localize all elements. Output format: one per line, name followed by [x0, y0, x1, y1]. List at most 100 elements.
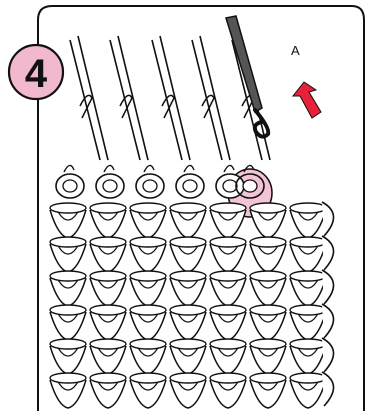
edge-roll — [322, 202, 334, 236]
stitch-bar — [170, 339, 206, 349]
knit-stitch — [50, 271, 86, 306]
knit-stitch — [90, 373, 126, 408]
knit-stitch — [290, 373, 326, 408]
loop-strand — [224, 165, 234, 172]
knitting-needle — [110, 36, 148, 160]
stitch-leg — [250, 244, 286, 272]
stitch-leg — [130, 312, 166, 340]
knit-stitch — [210, 203, 246, 238]
stitch-bar — [210, 203, 246, 213]
knit-stitch — [130, 339, 166, 374]
knit-stitch — [290, 203, 326, 238]
stitch-bar — [250, 339, 286, 349]
stitch-bar — [170, 237, 206, 247]
knit-stitch — [250, 373, 286, 408]
knitting-needle — [192, 36, 230, 160]
stitch-leg — [90, 346, 126, 374]
stitch-bar — [210, 305, 246, 315]
knit-stitch — [210, 237, 246, 272]
stitch-leg — [170, 244, 206, 272]
knit-stitch — [290, 339, 326, 374]
needle-stroke — [110, 40, 140, 160]
stitch-loop-inner — [223, 180, 237, 192]
stitch-leg — [90, 380, 126, 408]
knit-stitch — [250, 305, 286, 340]
stitch-bar — [130, 271, 166, 281]
stitch-leg — [290, 244, 326, 272]
fabric-edge — [322, 202, 334, 406]
knit-fabric — [50, 203, 326, 408]
stitch-bar — [130, 237, 166, 247]
knit-stitch — [250, 237, 286, 272]
stitch-loop-inner — [143, 180, 157, 192]
stitch-bar — [50, 237, 86, 247]
stitch-bar — [210, 339, 246, 349]
step-number: 4 — [25, 52, 48, 96]
loop-strand — [184, 165, 194, 172]
stitch-loop-inner — [63, 180, 77, 192]
stitch-leg — [250, 210, 286, 238]
loop-strand — [64, 165, 74, 172]
stitch-bar — [210, 271, 246, 281]
direction-arrow-icon — [293, 82, 321, 118]
knit-stitch — [170, 237, 206, 272]
stitch-bar — [90, 339, 126, 349]
stitch-bar — [210, 237, 246, 247]
edge-roll — [322, 372, 334, 406]
stitch-loop-inner — [243, 180, 257, 192]
loop-strand — [104, 165, 114, 172]
needle-stroke — [70, 40, 100, 160]
stitch-leg — [290, 312, 326, 340]
edge-roll — [322, 338, 334, 372]
stitch-leg — [50, 210, 86, 238]
knit-stitch — [50, 203, 86, 238]
stitch-leg — [170, 312, 206, 340]
point-label-a: A — [291, 43, 300, 58]
stitch-leg — [290, 278, 326, 306]
stitch-leg — [250, 312, 286, 340]
stitch-bar — [170, 373, 206, 383]
needle-stroke — [200, 36, 230, 160]
stitch-bar — [250, 305, 286, 315]
knit-stitch — [50, 237, 86, 272]
knit-stitch — [90, 271, 126, 306]
stitch-bar — [250, 237, 286, 247]
stitch-bar — [170, 305, 206, 315]
stitch-leg — [50, 380, 86, 408]
stitch-leg — [210, 244, 246, 272]
stitch-bar — [170, 203, 206, 213]
stitch-leg — [130, 210, 166, 238]
knit-stitch — [170, 203, 206, 238]
stitch-leg — [50, 244, 86, 272]
knit-stitch — [250, 203, 286, 238]
edge-roll — [322, 236, 334, 270]
knit-stitch — [210, 373, 246, 408]
knit-stitch — [250, 271, 286, 306]
stitch-leg — [210, 210, 246, 238]
stitch-bar — [290, 203, 326, 213]
needle-stroke — [118, 36, 148, 160]
knit-stitch — [90, 203, 126, 238]
stitch-leg — [90, 244, 126, 272]
stitch-bar — [130, 305, 166, 315]
stitch-bar — [290, 271, 326, 281]
stitch-bar — [50, 271, 86, 281]
knit-stitch — [290, 305, 326, 340]
knit-stitch — [290, 237, 326, 272]
stitch-leg — [170, 346, 206, 374]
knit-stitch — [250, 339, 286, 374]
stitch-leg — [210, 278, 246, 306]
knit-stitch — [90, 339, 126, 374]
stitch-bar — [90, 305, 126, 315]
knit-stitch — [90, 305, 126, 340]
stitch-bar — [290, 373, 326, 383]
edge-roll — [322, 270, 334, 304]
stitch-bar — [210, 373, 246, 383]
stitch-bar — [170, 271, 206, 281]
knit-stitch — [210, 305, 246, 340]
knit-stitch — [170, 305, 206, 340]
knitting-needle — [152, 36, 190, 160]
knit-stitch — [290, 271, 326, 306]
stitch-bar — [130, 339, 166, 349]
